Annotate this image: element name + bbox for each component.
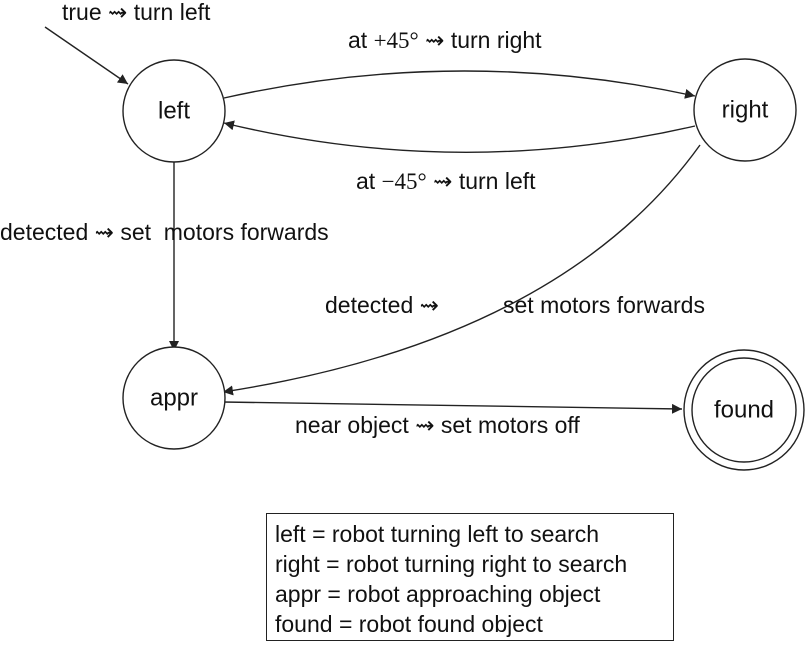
state-right: right <box>693 58 797 162</box>
legend-line-appr: appr = robot approaching object <box>275 581 601 607</box>
state-left: left <box>122 59 226 163</box>
state-found-label: found <box>714 397 774 424</box>
right-to-left-arrow <box>223 120 696 153</box>
appr-to-found-arrow <box>222 401 683 414</box>
state-left-label: left <box>158 98 190 125</box>
left-to-appr-edge-label: detected ⇝ set motors forwards <box>0 219 329 245</box>
state-found: found <box>683 349 805 471</box>
appr-to-found-edge-label: near object ⇝ set motors off <box>295 412 580 438</box>
state-appr: appr <box>122 346 226 450</box>
state-right-label: right <box>722 97 769 124</box>
right-to-appr-edge-guard: detected ⇝ <box>325 292 439 318</box>
left-to-right-arrow <box>223 70 696 99</box>
left-to-right-edge-label: at +45° ⇝ turn right <box>348 27 542 53</box>
right-to-left-edge-label: at −45° ⇝ turn left <box>356 168 536 194</box>
legend-line-right: right = robot turning right to search <box>275 551 628 577</box>
initial-edge-label: true ⇝ turn left <box>62 0 211 25</box>
legend-line-left: left = robot turning left to search <box>275 521 600 547</box>
initial-arrow <box>44 26 129 85</box>
right-to-appr-edge-action: set motors forwards <box>503 292 705 318</box>
legend-box: left = robot turning left to search righ… <box>266 513 674 641</box>
right-to-appr-arrow <box>222 144 701 396</box>
state-appr-label: appr <box>150 385 198 412</box>
legend-line-found: found = robot found object <box>275 611 543 637</box>
